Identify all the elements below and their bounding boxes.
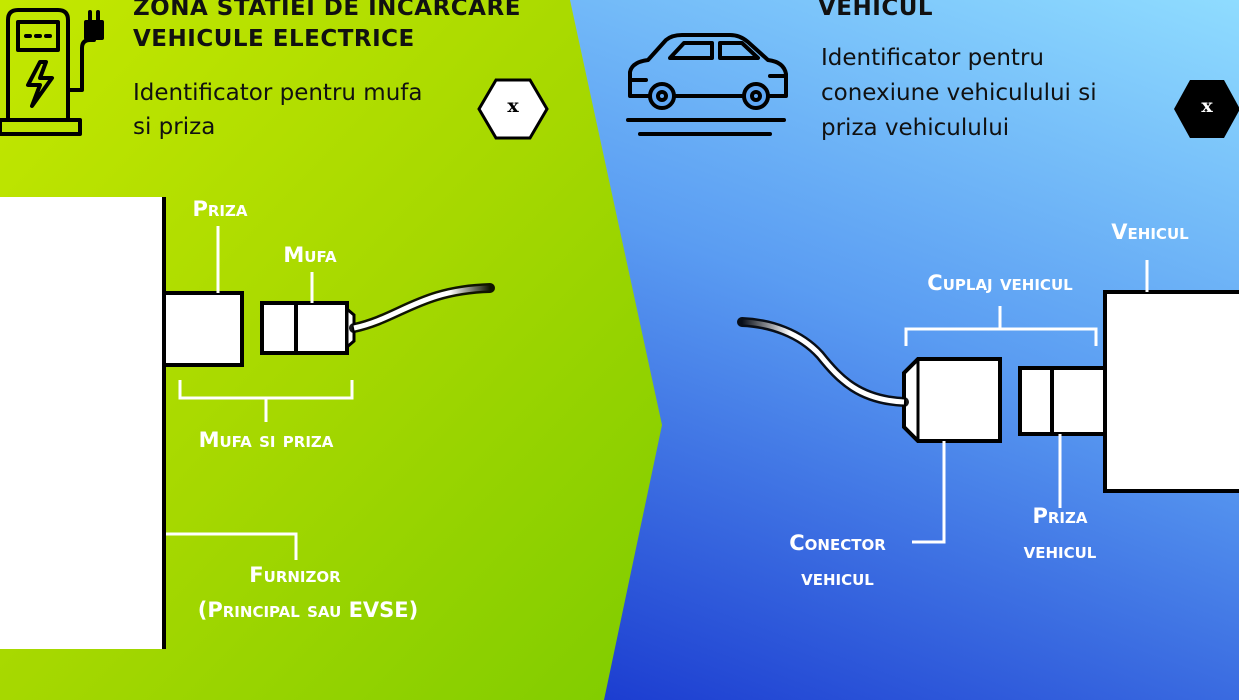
left-subtitle-line1: Identificator pentru mufa	[133, 80, 423, 106]
label-conector: Conector	[789, 531, 886, 555]
left-title-line1: ZONA STATIEI DE INCARCARE	[133, 0, 521, 21]
plug-cable	[353, 285, 491, 331]
label-furnizor-detail: (Principal sau EVSE)	[197, 598, 419, 622]
right-subtitle-line1: Identificator pentru	[821, 45, 1044, 71]
label-cuplaj-vehicul: Cuplaj vehicul	[927, 271, 1073, 295]
furnizor-leader	[166, 532, 298, 560]
label-mufa: Mufa	[283, 243, 337, 267]
right-title: VEHICUL	[818, 0, 934, 21]
mufa-si-priza-bracket	[178, 380, 354, 422]
left-subtitle-line2: si priza	[133, 114, 216, 140]
vehicle-body	[1103, 290, 1239, 493]
label-vehicul: Vehicul	[1111, 220, 1189, 244]
plug-body	[260, 301, 349, 355]
label-furnizor: Furnizor	[249, 563, 341, 587]
left-title-line2: VEHICULE ELECTRICE	[133, 26, 415, 52]
charging-station-icon	[0, 8, 104, 136]
socket-shape	[162, 291, 244, 367]
car-icon	[626, 33, 788, 136]
right-subtitle-line3: priza vehiculului	[821, 115, 1010, 141]
label-priza-vehicul: Priza	[1032, 504, 1088, 528]
vehicle-inlet-shape	[1018, 366, 1107, 436]
hex-marker-right	[1174, 80, 1239, 138]
label-conector-vehicul: vehicul	[801, 566, 874, 590]
right-subtitle-line2: conexiune vehiculului si	[821, 80, 1097, 106]
label-priza: Priza	[192, 197, 248, 221]
hex-marker-left-letter: x	[507, 95, 519, 117]
supply-panel	[0, 197, 164, 649]
label-priza-vehicul-detail: vehicul	[1023, 539, 1097, 563]
cuplaj-bracket	[904, 306, 1098, 346]
hex-marker-right-letter: x	[1201, 95, 1213, 117]
hex-marker-left	[477, 78, 549, 140]
connector-cable	[741, 319, 905, 405]
conector-leader	[912, 441, 946, 544]
label-mufa-si-priza: Mufa si priza	[198, 428, 334, 452]
